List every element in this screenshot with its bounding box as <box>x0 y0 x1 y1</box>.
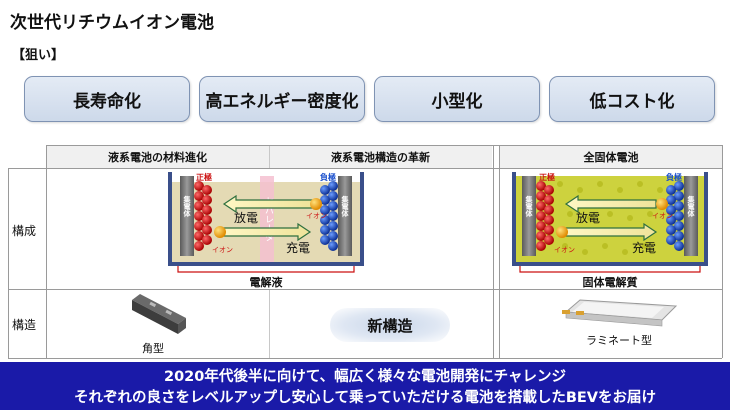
positive-collector <box>180 176 194 256</box>
charge-arrow <box>221 222 312 242</box>
positive-label: 正極 <box>196 172 212 182</box>
discharge-arrow <box>222 194 313 214</box>
header-all-solid-state: 全固体電池 <box>500 146 722 168</box>
ion-ball <box>310 198 322 210</box>
discharge-arrow <box>564 194 657 214</box>
grid-line <box>269 146 270 168</box>
electrolyte-bracket <box>519 266 701 273</box>
goal-low-cost: 低コスト化 <box>549 76 715 122</box>
laminate-caption: ラミネート型 <box>586 334 652 347</box>
grid-line <box>8 168 9 358</box>
positive-collector-label: 集電体 <box>183 195 192 218</box>
negative-electrode-balls <box>320 181 338 251</box>
negative-label: 負極 <box>320 172 336 182</box>
solid-electrolyte-texture <box>557 181 663 255</box>
prismatic-battery-image <box>132 294 186 334</box>
ion-label: イオン <box>652 212 673 220</box>
goal-high-energy-density: 高エネルギー密度化 <box>199 76 365 122</box>
separator <box>260 176 274 262</box>
positive-electrode-balls <box>536 181 554 251</box>
grid-line <box>46 145 722 146</box>
banner-line-1: 2020年代後半に向けて、幅広く様々な電池開発にチャレンジ <box>164 369 566 385</box>
goal-long-life: 長寿命化 <box>24 76 190 122</box>
solid-cell: 集電体 集電体 正極 負極 放電 充電 イオン <box>512 172 708 289</box>
liquid-container <box>168 172 364 266</box>
negative-collector <box>684 176 698 256</box>
banner-line-2: それぞれの良さをレベルアップし安心して乗っていただける電池を搭載したBEVをお届… <box>73 390 656 406</box>
grid-line <box>499 145 500 358</box>
message-banner: 2020年代後半に向けて、幅広く様々な電池開発にチャレンジ それぞれの良さをレベ… <box>0 362 730 410</box>
ion-ball <box>656 198 668 210</box>
grid-line <box>493 145 494 358</box>
header-liquid-material: 液系電池の材料進化 <box>46 146 269 168</box>
page-title: 次世代リチウムイオン電池 <box>10 13 214 33</box>
negative-collector <box>338 176 352 256</box>
discharge-label: 放電 <box>234 210 258 225</box>
solid-container <box>512 172 708 266</box>
grid-line <box>46 145 47 358</box>
goal-compact: 小型化 <box>374 76 540 122</box>
separator-label: セパレータ <box>263 196 274 241</box>
charge-arrow <box>563 222 658 242</box>
liquid-cell: セパレータ 集電体 集電体 正極 負極 放電 充電 <box>168 172 364 289</box>
electrolyte-bracket <box>177 266 355 273</box>
row-label-composition: 構成 <box>12 224 37 238</box>
charge-label: 充電 <box>632 240 656 255</box>
positive-collector <box>522 176 536 256</box>
electrolyte-solid-label: 固体電解質 <box>583 275 638 289</box>
ion-label: イオン <box>554 246 575 254</box>
header-liquid-structure: 液系電池構造の革新 <box>269 146 492 168</box>
electrolyte-liquid-label: 電解液 <box>250 275 284 289</box>
positive-label: 正極 <box>539 172 555 182</box>
laminate-battery-image <box>562 299 678 327</box>
negative-collector-label: 集電体 <box>341 195 350 218</box>
grid-line <box>722 145 723 358</box>
ion-ball <box>556 226 568 238</box>
positive-collector-label: 集電体 <box>525 195 534 218</box>
grid-line <box>8 358 722 359</box>
aim-label: 【狙い】 <box>12 48 65 63</box>
negative-label: 負極 <box>666 172 682 182</box>
negative-collector-label: 集電体 <box>687 195 696 218</box>
discharge-label: 放電 <box>576 210 600 225</box>
row-label-structure: 構造 <box>12 318 37 332</box>
negative-electrode-balls <box>666 181 684 251</box>
grid-line <box>269 290 270 358</box>
charge-label: 充電 <box>286 240 310 255</box>
ion-label: イオン <box>212 246 233 254</box>
new-structure-badge: 新構造 <box>330 308 450 342</box>
prismatic-caption: 角型 <box>142 342 164 355</box>
grid-line <box>8 289 722 290</box>
ion-label: イオン <box>306 212 327 220</box>
ion-ball <box>214 226 226 238</box>
positive-electrode-balls <box>194 181 212 251</box>
grid-line <box>8 168 722 169</box>
